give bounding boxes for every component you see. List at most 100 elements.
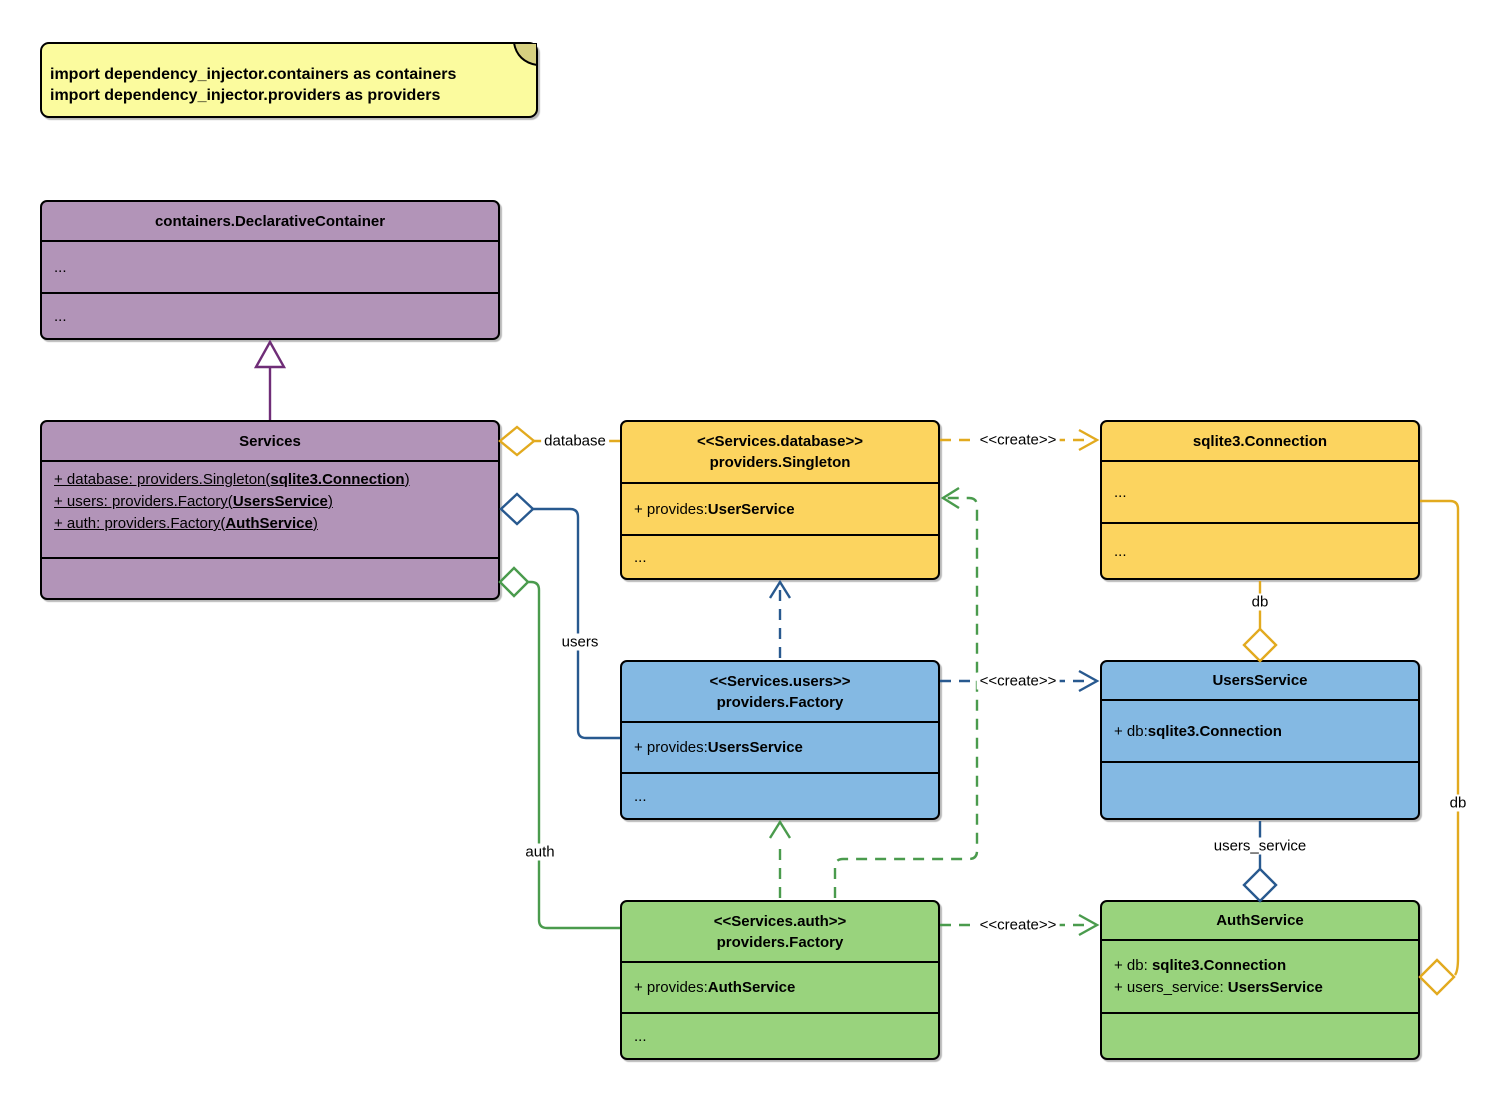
attr-text: + users_service: [1114, 978, 1228, 996]
ellipsis-text: ... [54, 307, 67, 325]
edge-db-right-aggregation [1420, 499, 1460, 976]
note-line: import dependency_injector.providers as … [50, 87, 441, 104]
attr-type: UsersService [707, 739, 803, 756]
ellipsis-text: ... [634, 1027, 647, 1045]
db-diamond-icon [1242, 627, 1278, 663]
attr-type: AuthService [707, 979, 796, 996]
inheritance-triangle-icon [253, 339, 287, 369]
db-right-diamond-icon [1418, 958, 1456, 996]
auth-diamond-icon [498, 566, 530, 598]
edge-label-auth: auth [522, 843, 558, 861]
attr-type: UsersService [1227, 978, 1323, 996]
edge-label-db-top: db [1248, 593, 1272, 611]
services-attribute-auth: + auth: providers.Factory(AuthService) [54, 513, 498, 535]
class-compartment: + provides: UsersService [622, 721, 938, 772]
edge-label-database: database [541, 432, 609, 450]
ellipsis-text: ... [1114, 542, 1127, 560]
ellipsis-text: ... [634, 548, 647, 566]
attr-text: + database: providers.Singleton( [54, 471, 271, 488]
class-compartment: ... [622, 772, 938, 818]
attr-type: sqlite3.Connection [1151, 956, 1287, 974]
class-services: Services + database: providers.Singleton… [40, 420, 500, 600]
class-compartment: + db: sqlite3.Connection [1102, 699, 1418, 761]
dependency-auth-singleton-arrow-icon [940, 486, 960, 510]
attr-type: sqlite3.Connection [270, 471, 405, 488]
edge-label-users: users [558, 633, 602, 651]
class-stereotype: <<Services.users>> [709, 672, 851, 690]
class-declarative-container: containers.DeclarativeContainer ... ... [40, 200, 500, 340]
services-attribute-database: + database: providers.Singleton(sqlite3.… [54, 469, 498, 491]
class-factory-auth: <<Services.auth>> providers.Factory + pr… [620, 900, 940, 1060]
class-title: containers.DeclarativeContainer [154, 212, 386, 230]
attr-text: + provides: [634, 979, 708, 996]
ellipsis-text: ... [634, 787, 647, 805]
attr-type: UsersService [232, 493, 328, 510]
attr-text: + provides: [634, 500, 708, 518]
class-header: <<Services.database>> providers.Singleto… [622, 422, 938, 482]
note-line: import dependency_injector.containers as… [50, 66, 457, 83]
class-compartment-empty [1102, 761, 1418, 818]
attr-type: sqlite3.Connection [1147, 722, 1282, 740]
class-compartment: + provides: UserService [622, 482, 938, 534]
edge-label-create-auth: <<create>> [976, 916, 1060, 934]
class-compartment: ... [1102, 460, 1418, 522]
attr-text: + db: [1114, 722, 1148, 740]
class-compartment-empty [1102, 1012, 1418, 1058]
ellipsis-text: ... [54, 258, 67, 276]
class-sqlite-connection: sqlite3.Connection ... ... [1100, 420, 1420, 580]
edge-users-aggregation [533, 507, 620, 740]
class-header: UsersService [1102, 662, 1418, 699]
class-compartment: ... [42, 240, 498, 292]
class-factory-users: <<Services.users>> providers.Factory + p… [620, 660, 940, 820]
class-stereotype: <<Services.auth>> [713, 912, 847, 930]
authservice-attribute-db: + db: sqlite3.Connection [1114, 955, 1418, 977]
class-compartment: ... [1102, 522, 1418, 578]
class-title: providers.Factory [716, 693, 844, 711]
class-header: AuthService [1102, 902, 1418, 939]
authservice-attribute-users-service: + users_service: UsersService [1114, 977, 1418, 999]
ellipsis-text: ... [1114, 483, 1127, 501]
class-title: providers.Singleton [709, 454, 851, 471]
class-header: sqlite3.Connection [1102, 422, 1418, 460]
class-compartment: ... [42, 292, 498, 338]
class-compartment-empty [42, 557, 498, 598]
attr-type: AuthService [225, 515, 313, 532]
note-fold-icon [512, 43, 537, 67]
edge-label-create-users: <<create>> [976, 672, 1060, 690]
edge-label-create-database: <<create>> [976, 431, 1060, 449]
edge-label-users-service: users_service [1210, 837, 1310, 855]
users-service-diamond-icon [1242, 867, 1278, 903]
create-auth-arrow-icon [1078, 913, 1100, 937]
note-text: import dependency_injector.containers as… [42, 44, 536, 106]
attr-text: + provides: [634, 739, 708, 756]
class-compartment: + database: providers.Singleton(sqlite3.… [42, 460, 498, 557]
edge-label-db-right: db [1446, 794, 1470, 812]
attr-text: + users: providers.Factory( [54, 493, 233, 510]
class-users-service: UsersService + db: sqlite3.Connection [1100, 660, 1420, 820]
class-stereotype: <<Services.database>> [697, 433, 863, 450]
class-auth-service: AuthService + db: sqlite3.Connection + u… [1100, 900, 1420, 1060]
class-header: containers.DeclarativeContainer [42, 202, 498, 240]
class-title: providers.Factory [716, 933, 844, 951]
attr-text: ) [327, 493, 333, 510]
class-compartment: ... [622, 1012, 938, 1058]
class-header: <<Services.users>> providers.Factory [622, 662, 938, 721]
class-header: <<Services.auth>> providers.Factory [622, 902, 938, 961]
class-title: sqlite3.Connection [1192, 432, 1328, 450]
attr-text: ) [312, 515, 318, 532]
create-database-arrow-icon [1078, 428, 1100, 452]
class-compartment: ... [622, 534, 938, 578]
class-title: Services [239, 432, 301, 450]
attr-type: UserService [707, 500, 795, 518]
dependency-up-arrow-icon [768, 579, 792, 599]
dependency-auth-users-arrow-icon [768, 819, 792, 839]
attr-text: ) [404, 471, 410, 488]
import-note: import dependency_injector.containers as… [40, 42, 538, 118]
database-diamond-icon [498, 425, 536, 457]
create-users-arrow-icon [1078, 669, 1100, 693]
class-compartment: + provides: AuthService [622, 961, 938, 1012]
services-attribute-users: + users: providers.Factory(UsersService) [54, 491, 498, 513]
class-title: AuthService [1216, 912, 1304, 929]
attr-text: + auth: providers.Factory( [54, 515, 226, 532]
